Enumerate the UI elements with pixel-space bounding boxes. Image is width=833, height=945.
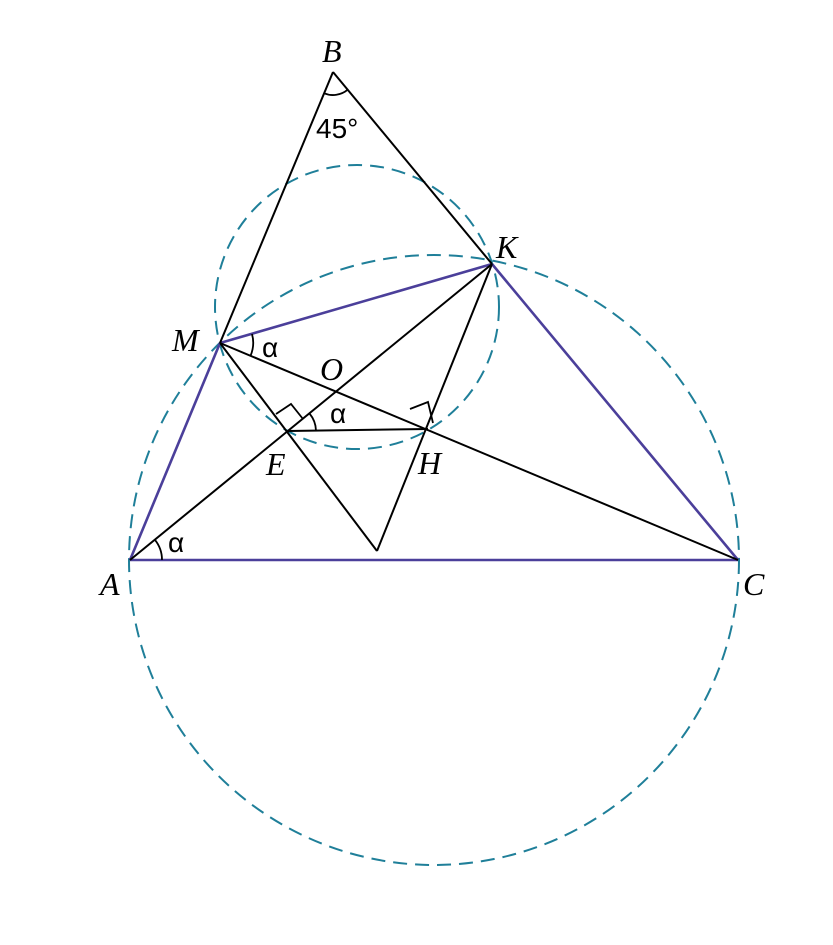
angle-label-B: 45° (316, 113, 358, 144)
segment-M-foot (219, 342, 378, 552)
small-circle (214, 164, 500, 450)
label-H: H (417, 445, 443, 481)
angle-arc-B (323, 88, 349, 96)
angle-label-alpha-E: α (330, 398, 346, 429)
large-circle (128, 254, 740, 866)
label-O: O (320, 351, 343, 387)
label-A: A (98, 566, 120, 602)
segment-MC (219, 342, 739, 561)
angle-arc-E (308, 412, 317, 431)
segment-KC (491, 263, 739, 561)
segment-BK (332, 71, 493, 265)
right-angle-mark-H (409, 400, 434, 424)
segment-EH (287, 428, 429, 432)
angle-label-alpha-M: α (262, 332, 278, 363)
angle-label-alpha-A: α (168, 527, 184, 558)
label-M: M (171, 322, 201, 358)
segment-MB (219, 71, 334, 344)
segment-K-foot (376, 263, 493, 552)
label-B: B (322, 33, 342, 69)
angle-arc-A (154, 539, 163, 561)
right-angle-mark-E (275, 402, 304, 420)
segment-AM (128, 342, 222, 561)
segment-MK (219, 262, 493, 345)
label-K: K (495, 229, 519, 265)
label-E: E (265, 446, 286, 482)
angle-arc-M (249, 333, 255, 357)
segment-AK (129, 263, 493, 561)
label-C: C (743, 566, 765, 602)
